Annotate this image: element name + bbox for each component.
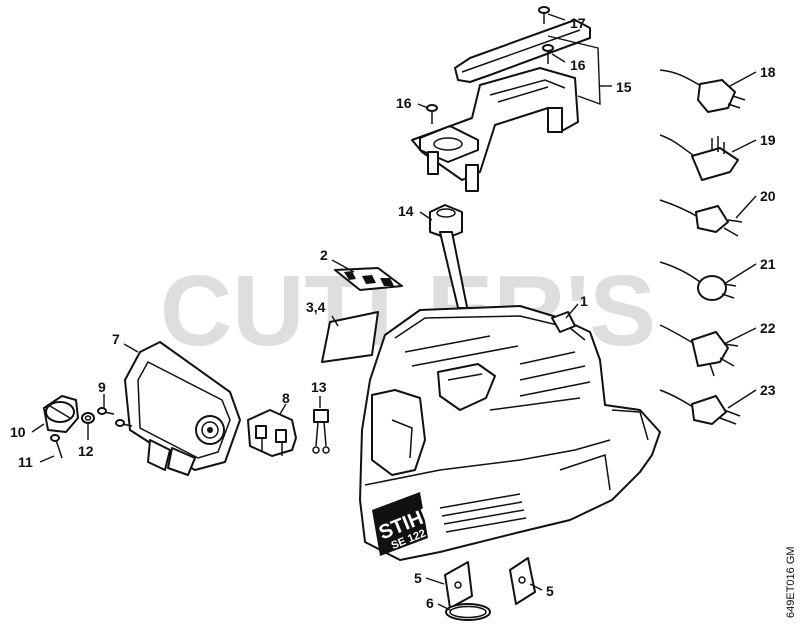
power-cord-22 [659,324,739,377]
screw-17 [538,6,550,24]
callout-23: 23 [760,382,776,398]
main-housing: STIHL SE 122 [359,305,661,561]
power-cord-18 [659,69,746,113]
screw-9b [115,419,133,427]
screw-16-upper [542,44,554,64]
callout-10: 10 [10,424,26,440]
power-cord-19 [659,134,739,181]
callout-14: 14 [398,203,414,219]
callout-6: 6 [426,595,434,611]
side-cover [124,341,241,476]
callout-13: 13 [311,379,327,395]
drawing-code: 649ET016 GM [785,546,797,618]
foot-right [509,557,536,605]
callout-1: 1 [580,293,588,309]
callout-5-right: 5 [546,583,554,599]
callout-22: 22 [760,320,776,336]
foot-left [444,561,473,609]
callout-9: 9 [98,379,106,395]
power-cord-21 [659,261,737,301]
handle-assembly [411,19,591,192]
label-3-4 [321,311,379,363]
callout-2: 2 [320,247,328,263]
callout-5-left: 5 [414,570,422,586]
knob [43,395,79,433]
carbon-brushes [312,409,330,454]
callout-16-left: 16 [396,95,412,111]
callout-20: 20 [760,188,776,204]
callout-8: 8 [282,390,290,406]
warning-label [334,267,403,291]
power-cord-20 [659,199,743,237]
callout-21: 21 [760,256,776,272]
power-cord-23 [659,389,741,425]
callout-19: 19 [760,132,776,148]
leader-lines [31,13,757,611]
brush-holder [247,409,297,457]
callout-16-upper: 16 [570,57,586,73]
callout-18: 18 [760,64,776,80]
callout-12: 12 [78,443,94,459]
screw-9a [97,407,115,415]
screw-16-left [426,104,438,124]
o-ring [445,603,491,621]
callout-15: 15 [616,79,632,95]
callout-7: 7 [112,331,120,347]
washer [81,412,95,424]
callout-11: 11 [18,454,33,470]
screw-11 [50,434,63,459]
callout-17: 17 [570,15,586,31]
callout-3-4: 3,4 [306,299,326,315]
